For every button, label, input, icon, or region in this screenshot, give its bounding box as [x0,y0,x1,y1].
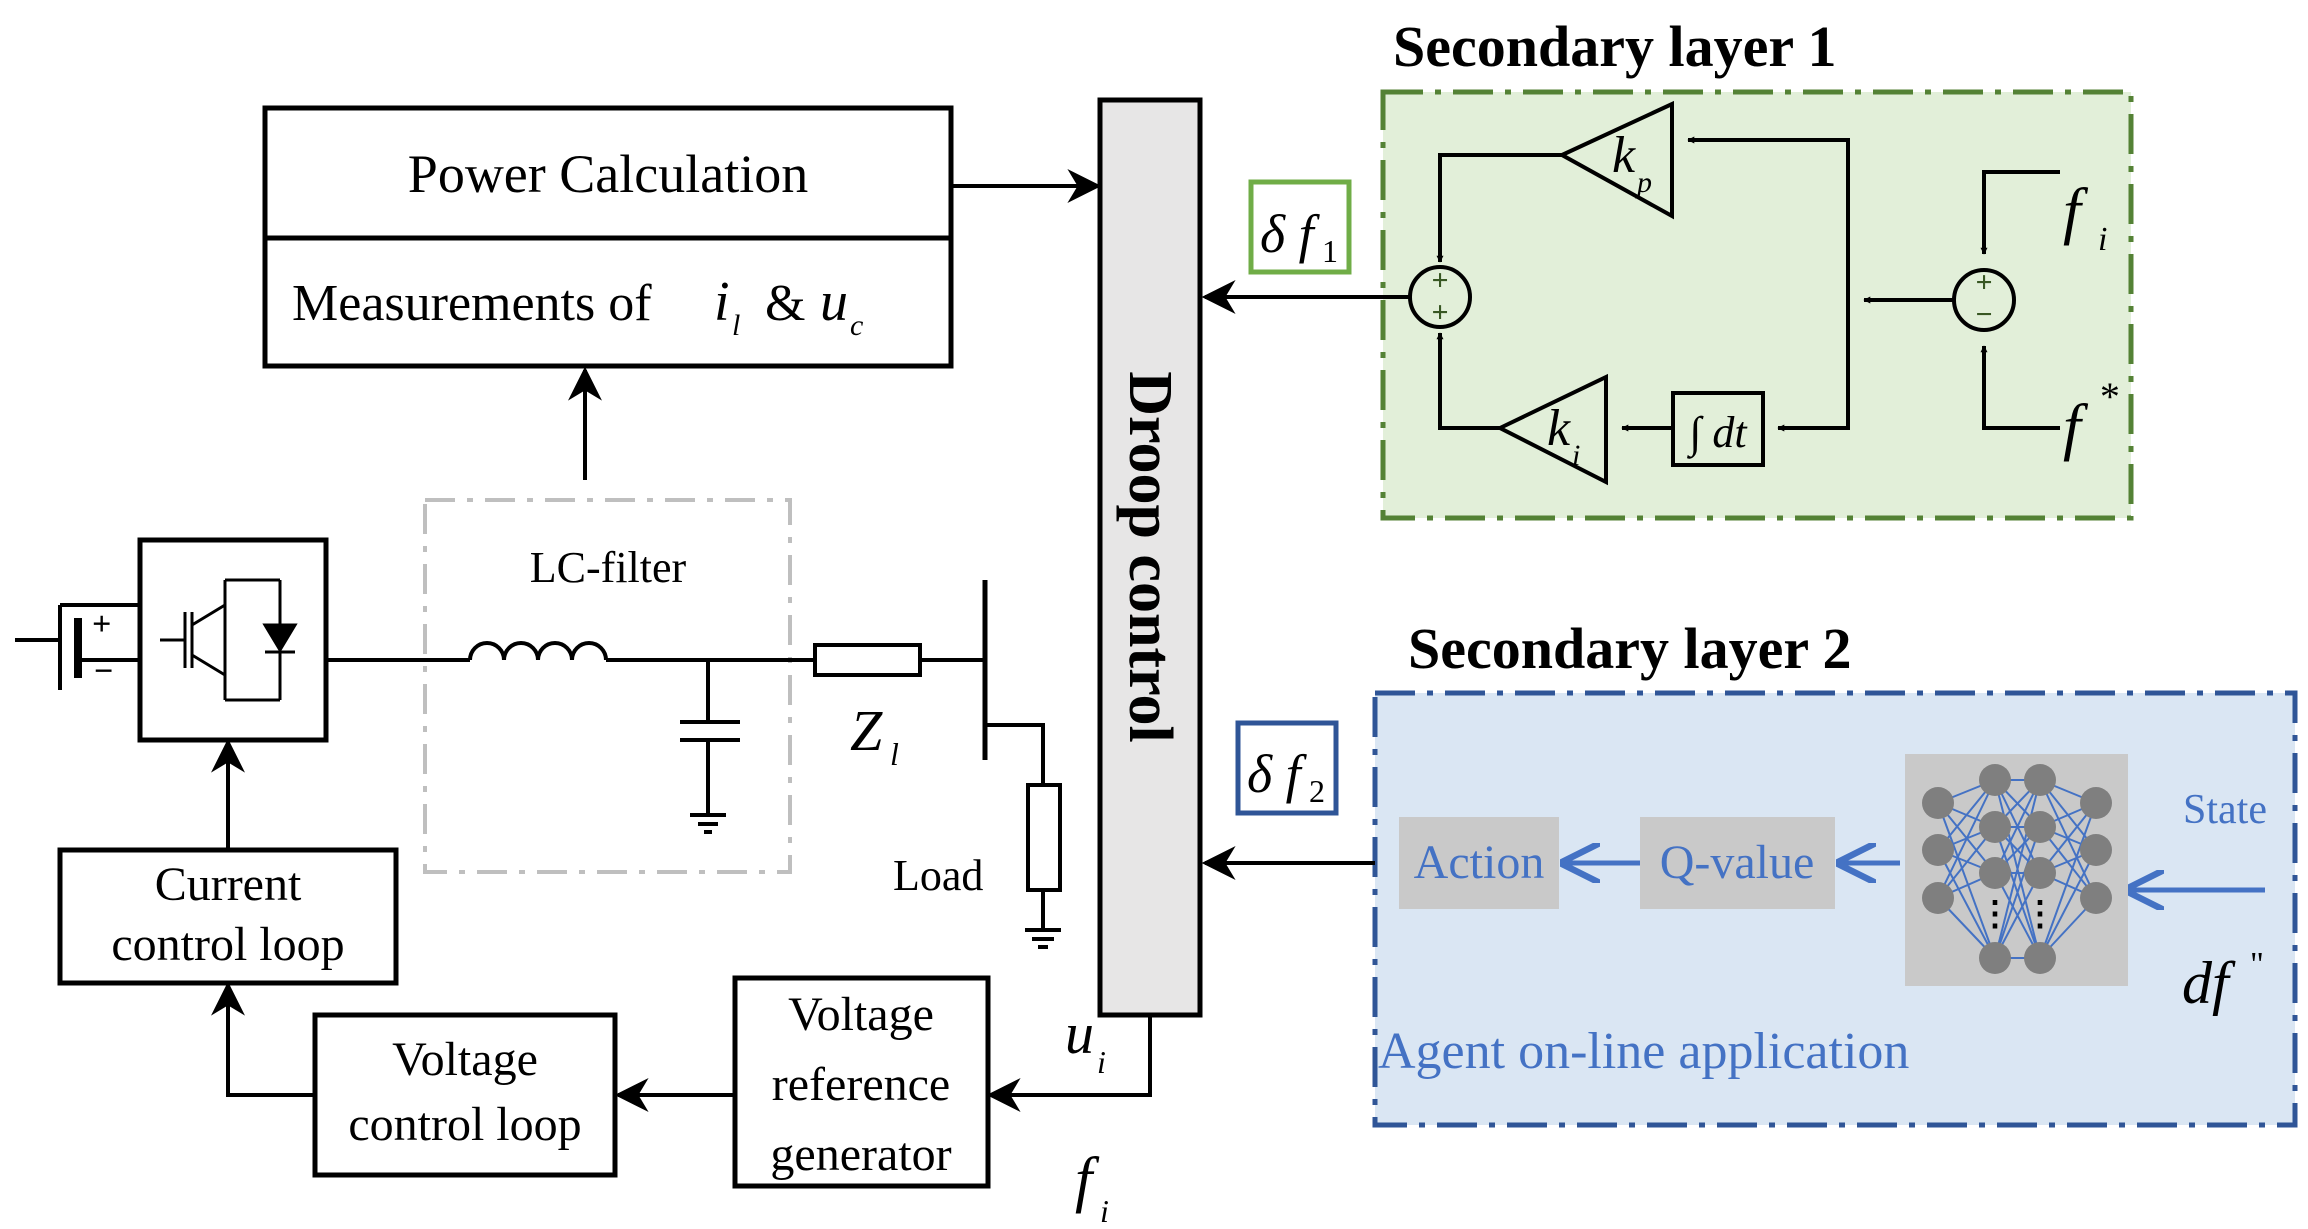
load-ground-icon [1025,890,1061,949]
action-box [1399,817,1559,909]
delta-f1-sub: 1 [1322,233,1338,269]
delta-f2-box [1235,720,1339,816]
inductor-symbol [468,641,608,661]
voltage-loop-line2: control loop [348,1098,581,1151]
current-loop-line2: control loop [111,918,344,971]
wire-split-to-int [1777,300,1850,432]
wire-kp-to-sum [1436,153,1562,263]
z-sub: l [890,736,899,772]
delta-f1-label: δ f [1260,204,1321,264]
fi-output-label: f [1075,1146,1100,1214]
secondary-layer-1-box [1380,89,2134,521]
measurements-amp: & [765,275,805,332]
integrator-label: ∫ dt [1686,408,1748,459]
vref-line2: reference [772,1058,950,1111]
delta-f1-box [1248,179,1352,275]
sum-left-plus-top: + [1431,264,1448,297]
ui-sub: i [1097,1044,1106,1080]
wire-split-to-kp [1687,136,1850,300]
fi-output-sub: i [1100,1193,1109,1229]
battery-minus: − [94,653,113,690]
sum-left-plus-bottom: + [1431,296,1448,329]
qvalue-box [1640,817,1835,909]
vref-line3: generator [770,1128,951,1181]
current-loop-line1: Current [155,858,302,911]
fi-input-sub: i [2098,221,2107,258]
battery-plus: + [92,606,111,643]
measurements-u: u [820,271,848,333]
ki-label: k [1547,400,1571,457]
wire-fi-in [1980,170,2060,255]
load-label: Load [893,851,983,900]
measurements-i: i [714,271,730,333]
z-label: Z [850,698,883,763]
delta-f2-label: δ f [1247,744,1308,804]
voltage-loop-line1: Voltage [392,1033,538,1086]
droop-control-block [1097,97,1203,1018]
droop-control-label: Droop control [1116,371,1184,742]
kp-gain-block [1557,100,1674,220]
battery-symbol [15,603,140,690]
qvalue-label: Q-value [1660,836,1815,889]
measurements-i-sub: l [732,309,740,342]
wire-droop-to-vref [986,1015,1152,1112]
ui-label: u [1065,1001,1094,1066]
power-calculation-label: Power Calculation [408,144,808,204]
measurements-block [262,235,954,369]
wire-fstar-in [1980,345,2060,430]
measurements-label: Measurements of [292,275,652,332]
ki-gain-block [1495,373,1608,486]
kp-sub: p [1635,166,1652,199]
load-resistor [1026,783,1062,892]
wire-ki-to-sum [1436,332,1500,430]
agent-label: Agent on-line application [1378,1023,1909,1080]
capacitor-symbol [680,660,740,834]
wire-bus-to-load [985,723,1045,785]
secondary-layer-1-title: Secondary layer 1 [1393,14,1837,79]
wire-voltage-to-current [211,981,315,1097]
sum-right-minus: − [1975,298,1992,331]
nn-nodes [1922,764,2112,974]
measurements-u-sub: c [850,309,863,342]
nn-ellipsis-1: ⋮ [1978,896,2012,933]
kp-label: k [1612,127,1636,184]
ki-sub: i [1572,439,1580,472]
secondary-layer-2-title: Secondary layer 2 [1408,616,1852,681]
vref-line1: Voltage [788,988,934,1041]
action-label: Action [1414,836,1545,889]
df-label: df [2182,950,2236,1016]
state-label: State [2183,787,2267,833]
line-impedance-z [813,643,922,677]
df-sup: " [2250,946,2264,983]
voltage-reference-generator-block [732,975,991,1189]
delta-f2-sub: 2 [1309,773,1325,809]
fstar-input-sup: * [2098,374,2118,419]
nn-ellipsis-2: ⋮ [2023,896,2057,933]
lc-filter-label: LC-filter [530,543,687,592]
igbt-diode-icon [160,578,298,702]
lc-filter-box [423,498,792,874]
sum-right-plus: + [1975,266,1992,299]
